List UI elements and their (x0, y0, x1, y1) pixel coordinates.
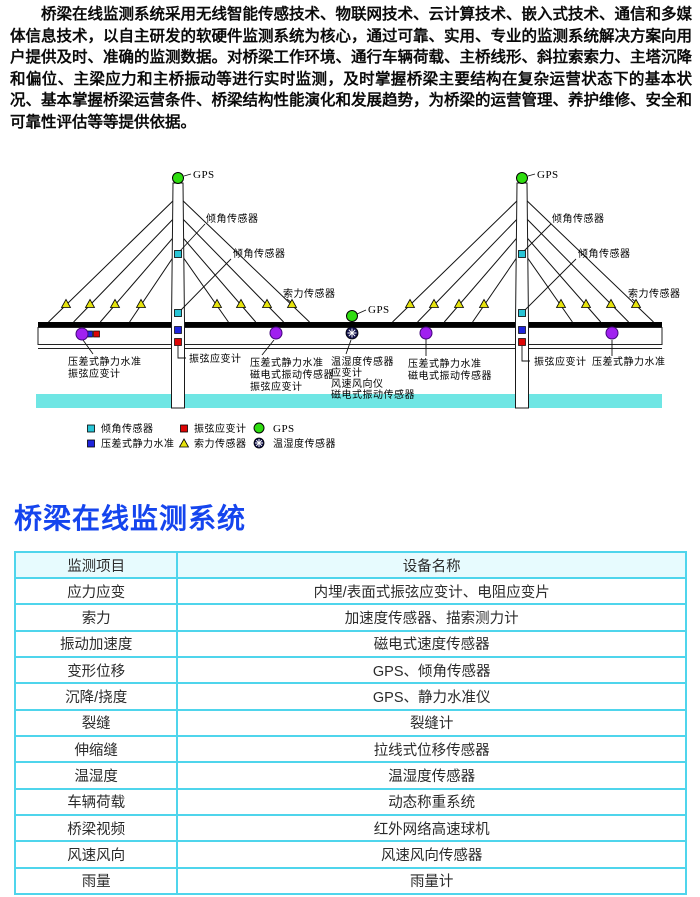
monitor-item-cell: 伸缩缝 (13, 734, 179, 764)
gps-marker (172, 172, 184, 184)
legend-cable-triangle-icon (178, 438, 190, 448)
intro-paragraph: 桥梁在线监测系统采用无线智能传感技术、物联网技术、云计算技术、嵌入式技术、通信和… (10, 6, 693, 131)
table-row: 振动加速度磁电式速度传感器 (13, 629, 687, 658)
level-label: 压差式静力水准 (250, 356, 324, 369)
legend-label: 振弦应变计 (194, 422, 247, 435)
temp-humidity-marker (345, 326, 359, 340)
legend-gps-circle-icon (253, 422, 265, 434)
tilt-label: 倾角传感器 (552, 212, 605, 225)
vibration-label: 磁电式振动传感器 (250, 368, 334, 381)
water (36, 394, 662, 408)
tilt-label: 倾角传感器 (578, 247, 631, 260)
strain-label: 振弦应变计 (68, 367, 121, 380)
device-name-cell: GPS、静力水准仪 (176, 682, 687, 711)
device-name-cell: 动态称重系统 (176, 787, 687, 816)
legend-label: 索力传感器 (194, 437, 247, 450)
strain-meter-label: 应变计 (331, 366, 363, 379)
monitor-item-cell: 裂缝 (13, 708, 179, 737)
strain-label: 振弦应变计 (250, 380, 303, 393)
left-tower (171, 182, 185, 409)
gps-marker (516, 172, 528, 184)
vibration-label: 磁电式振动传感器 (408, 369, 492, 382)
hydrostatic-level-markers (75, 326, 619, 341)
diagram-legend: 倾角传感器 振弦应变计 GPS 压差式静力水准 索力传感器 温湿度传感器 (87, 422, 336, 450)
monitor-item-cell: 桥梁视频 (13, 813, 179, 843)
table-row: 雨量雨量计 (13, 866, 687, 896)
device-name-cell: 风速风向传感器 (176, 840, 687, 869)
device-name-cell: 裂缝计 (176, 708, 687, 737)
cable-force-anchors (60, 298, 642, 308)
legend-label: 倾角传感器 (101, 422, 154, 435)
leader-lines (82, 173, 638, 362)
device-name-cell: 内埋/表面式振弦应变计、电阻应变片 (176, 576, 687, 606)
temp-humidity-label: 温湿度传感器 (331, 355, 394, 368)
section-title: 桥梁在线监测系统 (14, 503, 247, 534)
right-tower (515, 182, 529, 409)
table-row: 索力加速度传感器、描索测力计 (13, 603, 687, 632)
monitor-item-cell: 索力 (13, 603, 179, 632)
gps-label: GPS (537, 169, 559, 181)
table-row: 车辆荷载动态称重系统 (13, 787, 687, 816)
tilt-label: 倾角传感器 (206, 212, 259, 225)
table-row: 伸缩缝拉线式位移传感器 (13, 734, 687, 764)
device-name-cell: 雨量计 (176, 866, 687, 896)
deck-surface (38, 322, 662, 328)
monitor-item-cell: 温湿度 (13, 761, 179, 790)
legend-label: GPS (273, 423, 295, 435)
monitor-item-cell: 沉降/挠度 (13, 682, 179, 711)
monitor-item-cell: 车辆荷载 (13, 787, 179, 816)
device-name-cell: 温湿度传感器 (176, 761, 687, 790)
level-label: 压差式静力水准 (68, 355, 142, 368)
header-device-name: 设备名称 (176, 551, 687, 579)
monitoring-table: 监测项目 设备名称 应力应变内埋/表面式振弦应变计、电阻应变片 索力加速度传感器… (13, 551, 687, 896)
strain-squares (93, 330, 526, 346)
strain-label: 振弦应变计 (534, 355, 587, 368)
table-header-row: 监测项目 设备名称 (13, 551, 687, 579)
gps-marker (346, 310, 358, 322)
towers (171, 182, 529, 409)
tilt-sensors (174, 250, 526, 317)
legend-level-square-icon (87, 439, 95, 448)
device-name-cell: 红外网络高速球机 (176, 813, 687, 843)
device-name-cell: 加速度传感器、描索测力计 (176, 603, 687, 632)
cable-force-label: 索力传感器 (283, 287, 336, 300)
legend-temp-circle-icon (253, 437, 265, 449)
cable-force-label: 索力传感器 (628, 287, 681, 300)
monitor-item-cell: 变形位移 (13, 655, 179, 685)
table-row: 风速风向风速风向传感器 (13, 840, 687, 869)
device-name-cell: 拉线式位移传感器 (176, 734, 687, 764)
legend-tilt-square-icon (87, 424, 95, 433)
level-label: 压差式静力水准 (408, 357, 482, 370)
table-row: 应力应变内埋/表面式振弦应变计、电阻应变片 (13, 576, 687, 606)
table-row: 桥梁视频红外网络高速球机 (13, 813, 687, 843)
monitor-item-cell: 雨量 (13, 866, 179, 896)
gps-label: GPS (193, 169, 215, 181)
wind-gauge-label: 风速风向仪 (331, 377, 384, 390)
monitor-item-cell: 风速风向 (13, 840, 179, 869)
legend-label: 温湿度传感器 (273, 437, 336, 450)
table-row: 温湿度温湿度传感器 (13, 761, 687, 790)
gps-label: GPS (368, 304, 390, 316)
tilt-label: 倾角传感器 (233, 247, 286, 260)
strain-label: 振弦应变计 (189, 352, 242, 365)
header-monitor-item: 监测项目 (13, 551, 179, 579)
device-name-cell: GPS、倾角传感器 (176, 655, 687, 685)
diagram-labels: GPS GPS GPS 倾角传感器 倾角传感器 倾角传感器 倾角传感器 索力传感… (68, 169, 681, 401)
device-name-cell: 磁电式速度传感器 (176, 629, 687, 658)
table-row: 裂缝裂缝计 (13, 708, 687, 737)
monitor-item-cell: 振动加速度 (13, 629, 179, 658)
monitor-item-cell: 应力应变 (13, 576, 179, 606)
level-label: 压差式静力水准 (592, 355, 666, 368)
legend-strain-square-icon (180, 424, 188, 433)
bridge-diagram: GPS GPS GPS 倾角传感器 倾角传感器 倾角传感器 倾角传感器 索力传感… (36, 169, 681, 450)
legend-label: 压差式静力水准 (101, 437, 175, 450)
gps-markers (172, 172, 528, 322)
vibration-label: 磁电式振动传感器 (331, 388, 415, 401)
